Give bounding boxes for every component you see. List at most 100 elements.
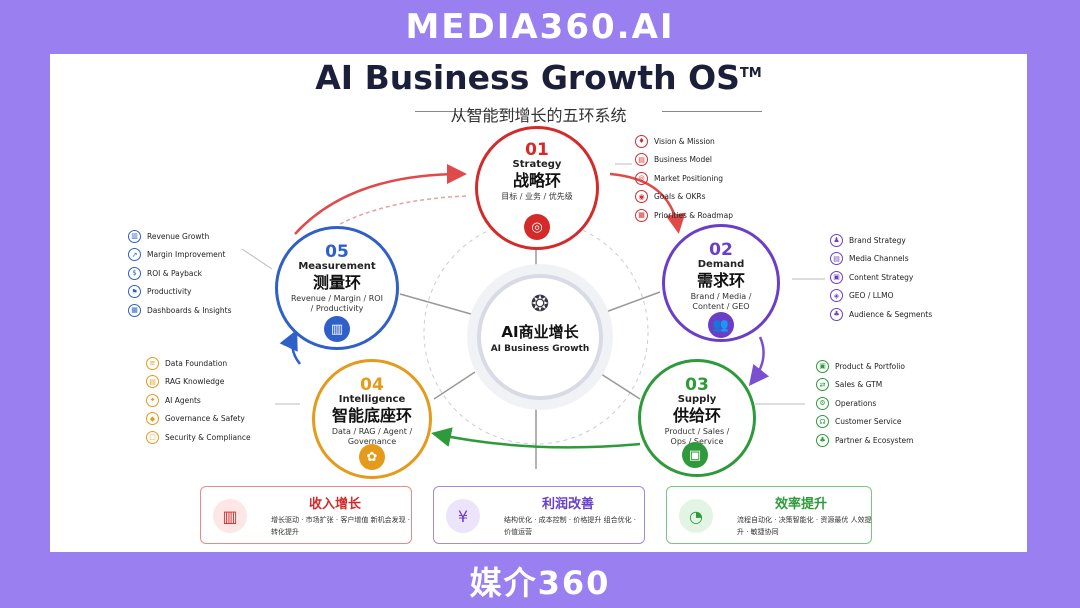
content-icon: ▣	[830, 270, 843, 284]
center-core: ❂ AI商业增长 AI Business Growth	[477, 274, 603, 400]
brand-logo-bottom: 媒介360	[469, 563, 611, 602]
ring-demand: 02 Demand 需求环 Brand / Media / Content / …	[662, 224, 780, 342]
list-item: ▣Content Strategy	[830, 268, 932, 287]
list-item-label: Customer Service	[835, 417, 902, 427]
ring-chinese-label: 智能底座环	[331, 406, 412, 425]
bar-chart-icon: ▥	[213, 499, 247, 533]
ring-description: Brand / Media / Content / GEO	[690, 292, 752, 311]
ring-english-label: Strategy	[512, 159, 562, 170]
page-subtitle: 从智能到增长的五环系统	[450, 106, 627, 125]
ring-chinese-label: 需求环	[696, 271, 745, 290]
ring-chinese-label: 供给环	[672, 406, 721, 425]
list-item-label: Governance & Safety	[165, 414, 245, 424]
list-item: ⚑ Productivity	[128, 283, 232, 302]
list-item-label: ROI & Payback	[147, 268, 202, 278]
ring-supply: 03 Supply 供给环 Product / Sales / Ops / Se…	[638, 359, 756, 477]
gauge-icon: ◔	[679, 499, 713, 533]
center-english-label: AI Business Growth	[490, 344, 590, 354]
sales-icon: ⇄	[816, 378, 829, 392]
list-strategy: ♦Vision & Mission ▤Business Model ◎Marke…	[635, 132, 733, 225]
subtitle-divider-left	[415, 111, 515, 112]
list-item-label: Brand Strategy	[849, 235, 906, 245]
list-measurement: ▥ Revenue Growth ↗ Margin Improvement $ ROI…	[128, 227, 232, 320]
list-item-label: Goals & OKRs	[654, 192, 706, 202]
gear-icon: ⚙	[816, 396, 829, 410]
yuen-cycle-icon: ¥	[446, 499, 480, 533]
list-item-label: Business Model	[654, 155, 712, 165]
list-item: ◉ Goals & OKRs	[635, 188, 733, 207]
list-item-label: Audience & Segments	[849, 309, 933, 319]
connector-lines	[241, 163, 825, 469]
ring-english-label: Demand	[697, 259, 745, 270]
list-item-label: Product & Portfolio	[835, 361, 905, 371]
goal-icon: ◉	[635, 190, 648, 204]
ring-number: 01	[525, 140, 549, 160]
ring-number: 04	[360, 375, 384, 395]
list-item: ▦Priorities & Roadmap	[635, 206, 733, 225]
audience-icon: 👥	[708, 312, 734, 338]
database-icon: ≡	[146, 356, 159, 370]
list-item-label: Vision & Mission	[654, 136, 715, 146]
list-item: ▢Security & Compliance	[146, 428, 251, 447]
money-icon: $	[128, 266, 141, 280]
people-icon: ♟	[830, 233, 843, 247]
ring-number: 03	[685, 375, 709, 395]
list-item-label: Security & Compliance	[165, 432, 251, 442]
outcome-title: 效率提升	[774, 497, 827, 512]
list-item: ◈GEO / LLMO	[830, 287, 932, 306]
list-item-label: Operations	[835, 398, 877, 408]
ring-english-label: Measurement	[298, 261, 376, 272]
ring-description: Revenue / Margin / ROI / Productivity	[291, 294, 383, 313]
media-icon: ▤	[830, 252, 843, 266]
outcome-description: 增长驱动 · 市场扩张 · 客户增值 新机会发现 · 转化提升	[271, 516, 411, 536]
outcome-title: 收入增长	[308, 497, 361, 512]
list-item-label: Sales & GTM	[835, 380, 883, 390]
product-icon: ▣	[816, 359, 829, 373]
list-item: ⇄ Sales & GTM	[816, 376, 913, 395]
list-item: ↗ Margin Improvement	[128, 246, 232, 265]
list-item: ▤ Media Channels	[830, 250, 932, 269]
list-item: ♣ Audience & Segments	[830, 305, 932, 324]
productivity-icon: ⚑	[128, 285, 141, 299]
list-item: ☊Customer Service	[816, 413, 913, 432]
ring-number: 05	[325, 242, 349, 262]
ring-chinese-label: 战略环	[512, 171, 561, 190]
ring-description: Data / RAG / Agent / Governance	[331, 427, 413, 446]
ring-english-label: Intelligence	[338, 394, 406, 405]
list-demand: ♟ Brand Strategy ▤ Media Channels ▣Content…	[830, 231, 932, 324]
list-item-label: Revenue Growth	[147, 231, 210, 241]
ring-number: 02	[709, 240, 733, 260]
dashboard-icon: ▦	[128, 303, 141, 317]
list-item: ⚙ Operations	[816, 394, 913, 413]
brain-icon: ✿	[359, 444, 385, 470]
list-item-label: AI Agents	[165, 395, 201, 405]
trend-icon: ↗	[128, 248, 141, 262]
list-item-label: Partner & Ecosystem	[835, 435, 914, 445]
list-item: ♟ Brand Strategy	[830, 231, 932, 250]
subtitle-divider-right	[662, 111, 762, 112]
list-item: ◆Governance & Safety	[146, 410, 251, 429]
ring-description: Product / Sales / Ops / Service	[664, 427, 730, 446]
list-item: ♦Vision & Mission	[635, 132, 733, 151]
list-item: ▤RAG Knowledge	[146, 373, 251, 392]
partner-icon: ♣	[816, 433, 829, 447]
list-item-label: Productivity	[147, 287, 192, 297]
center-chinese-label: AI商业增长	[501, 323, 579, 341]
outcome-description: 流程自动化 · 决策智能化 · 资源最优 人效提升 · 敏捷协同	[737, 516, 872, 536]
agent-icon: ✦	[146, 393, 159, 407]
audience-icon: ♣	[830, 307, 843, 321]
list-item: ▣ Product & Portfolio	[816, 357, 913, 376]
list-item: ≡Data Foundation	[146, 354, 251, 373]
list-item-label: Priorities & Roadmap	[654, 210, 733, 220]
outcome-card-profit: ¥ 利润改善 结构优化 · 成本控制 · 价格提升 组合优化 · 价值运营	[433, 486, 645, 544]
list-item-label: GEO / LLMO	[849, 291, 894, 301]
list-item-label: Margin Improvement	[147, 250, 226, 260]
trademark: TM	[739, 66, 762, 81]
list-item-label: Media Channels	[849, 254, 909, 264]
list-item: ◎Market Positioning	[635, 169, 733, 188]
list-item: ▥ Revenue Growth	[128, 227, 232, 246]
ring-chinese-label: 测量环	[312, 273, 361, 292]
list-item-label: Market Positioning	[654, 173, 723, 183]
growth-chart-icon: ▥	[128, 229, 141, 243]
target-icon: ◎	[524, 214, 550, 240]
